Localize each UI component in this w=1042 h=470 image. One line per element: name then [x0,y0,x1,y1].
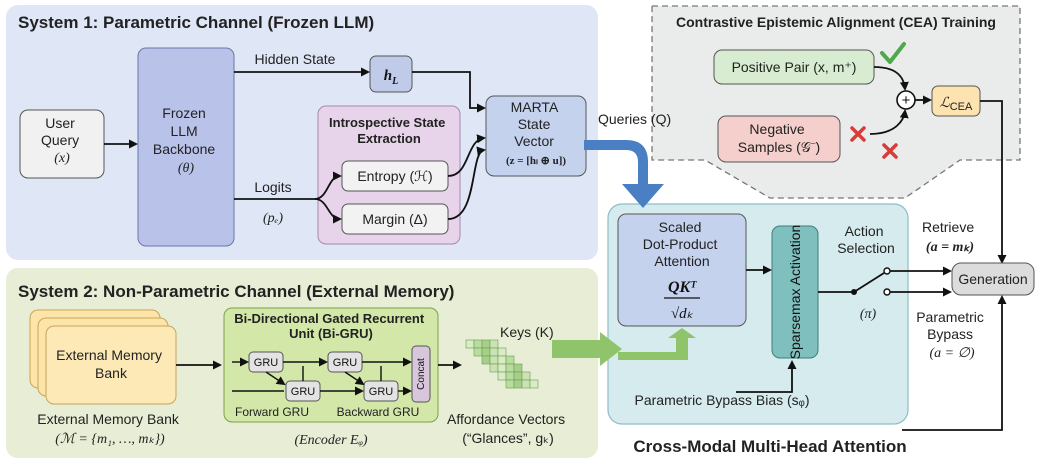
scaled-attention-label: Scaled Dot-Product Attention [643,219,722,269]
logits-label: Logits [254,179,291,195]
queries-arrow [584,140,664,208]
memory-caption: External Memory Bank (ℳ = {m₁, …, mₖ}) [37,411,183,447]
affordance-label: Affordance Vectors (“Glances”, gₖ) [447,411,569,446]
gru-cell: GRU [285,380,321,402]
affordance-cell [489,363,499,373]
attention-title: Cross-Modal Multi-Head Attention [633,437,906,456]
hidden-state-box [369,55,413,93]
entropy-label: Entropy (ℋ) [357,168,432,184]
switch-blade [853,272,885,293]
affordance-cell [513,379,523,389]
affordance-cell [521,379,531,389]
arrow-bias-sparsemax [736,360,797,393]
keys-arrow-up [618,328,696,360]
arrow-positive-plus [873,66,909,91]
keys-arrow [552,332,622,366]
system1-title: System 1: Parametric Channel (Frozen LLM… [18,13,374,32]
marta-label: MARTA State Vector (z = [hₗ ⊕ u]) [506,99,566,167]
affordance-cell [481,355,491,365]
arrow-margin-marta [447,146,486,220]
logits-var: (pₑ) [263,211,283,226]
affordance-cell [473,347,483,357]
positive-pair-label: Positive Pair (x, m⁺) [732,59,857,75]
affordance-grid [465,339,539,389]
cea-loss-label: ℒCEA [940,96,973,113]
affordance-cell [513,371,523,381]
user-query-label: User Query (x) [41,115,83,166]
gru-connectors [232,357,412,396]
negative-samples-label: Negative Samples (𝒢⁻) [738,121,820,155]
margin-label: Margin (Δ) [362,211,427,227]
affordance-cell [497,347,507,357]
arrow-entropy-marta [447,134,486,177]
system2-title: System 2: Non-Parametric Channel (Extern… [18,282,454,301]
switch-contact-bypass [883,288,891,296]
affordance-cell [505,355,515,365]
affordance-cell [465,339,475,349]
llm-backbone-box [137,47,235,247]
affordance-cell [521,371,531,381]
arrow-bias-generation [902,295,1007,431]
affordance-cell [497,355,507,365]
cea-title: Contrastive Epistemic Alignment (CEA) Tr… [676,14,996,30]
affordance-cell [481,347,491,357]
check-icon [880,42,906,64]
switch-contact-retrieve [883,267,891,275]
cross-icon [850,126,866,142]
hidden-state-label: Hidden State [255,51,336,67]
negative-samples-box [717,115,841,163]
arrow-hidden-marta [412,71,486,113]
affordance-cell [513,363,523,373]
bypass-label: Parametric Bypass (a = ∅) [916,309,988,361]
generation-box [951,262,1035,296]
concat-box [411,345,431,403]
sparsemax-label: Sparsemax Activation [787,225,803,360]
formula-denominator: √dₖ [671,306,694,322]
affordance-cell [489,347,499,357]
formula-numerator: QKᵀ [668,279,697,296]
affordance-cell [505,363,515,373]
action-selection-label: Action Selection [837,223,895,256]
forward-gru-label: Forward GRU [235,405,309,419]
affordance-cell [473,339,483,349]
encoder-label: (Encoder Eᵩ) [294,433,367,448]
affordance-cell [505,379,515,389]
plus-sign: + [902,92,911,109]
affordance-cell [481,339,491,349]
affordance-cell [489,339,499,349]
keys-label: Keys (K) [500,324,554,340]
affordance-cell [497,371,507,381]
llm-backbone-label: Frozen LLM Backbone (θ) [153,105,219,176]
arrow-negative-plus [869,109,909,135]
queries-label: Queries (Q) [598,111,671,127]
marta-box [485,95,587,177]
gru-cell: GRU [248,351,284,373]
arrow-logits-entropy [314,171,342,200]
affordance-cell [497,363,507,373]
pi-label: (π) [860,307,877,322]
arrow-logits-margin [314,198,342,224]
gru-cell: GRU [327,351,363,373]
backward-gru-label: Backward GRU [337,405,420,419]
affordance-cell [505,371,515,381]
retrieve-label: Retrieve (a = mₖ) [922,219,978,255]
svg-text:GRU: GRU [333,357,358,369]
svg-text:GRU: GRU [369,386,394,398]
cross-icon [882,143,898,159]
bigru-title: Bi-Directional Gated Recurrent Unit (Bi-… [234,311,428,341]
introspection-title: Introspective State Extraction [329,115,449,146]
svg-text:GRU: GRU [291,386,316,398]
generation-label: Generation [958,271,1027,287]
hidden-state-var: hL [384,68,398,87]
bypass-bias-label: Parametric Bypass Bias (sᵩ) [635,392,810,408]
concat-label: Concat [416,358,427,390]
arrow-loss-generation [980,100,1007,264]
affordance-cell [489,355,499,365]
gru-cell: GRU [363,380,399,402]
affordance-cell [529,379,539,389]
svg-text:GRU: GRU [254,357,279,369]
memory-box-label: External Memory Bank [56,347,166,381]
